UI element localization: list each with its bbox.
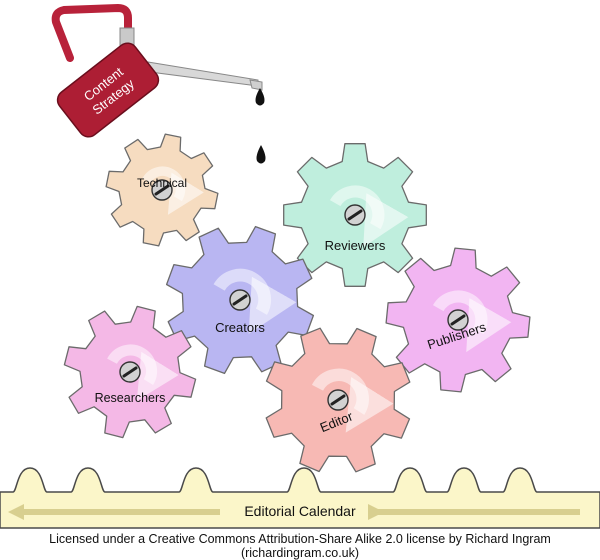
gear-technical-label: Technical bbox=[137, 176, 187, 190]
oil-can: Content Strategy bbox=[51, 3, 263, 138]
gear-creators: Creators bbox=[165, 225, 315, 375]
gear-reviewers-screw-slot bbox=[347, 209, 363, 221]
gear-reviewers: Reviewers bbox=[283, 143, 427, 287]
rack-arrow-left-head bbox=[8, 504, 24, 520]
gear-researchers-label: Researchers bbox=[95, 391, 166, 405]
rack-shape bbox=[0, 467, 600, 529]
oil-can-handle-hole bbox=[66, 22, 116, 46]
oil-can-body bbox=[56, 42, 160, 138]
oil-drop-upper bbox=[255, 88, 265, 106]
gear-creators-label: Creators bbox=[215, 320, 265, 335]
gear-publishers-screw-slot bbox=[450, 314, 466, 326]
oil-drop-lower bbox=[256, 145, 266, 164]
gear-technical: Technical bbox=[105, 133, 219, 247]
gear-publishers-rotation-arrow bbox=[432, 290, 512, 353]
rack-arrow-right-head bbox=[368, 504, 384, 520]
gear-researchers: Researchers bbox=[63, 305, 197, 439]
gear-publishers: Publishers bbox=[385, 247, 531, 393]
gear-researchers-rotation-arrow bbox=[107, 344, 179, 401]
gear-editor-rotation-arrow bbox=[311, 368, 394, 433]
gear-technical-screw-slot bbox=[154, 184, 170, 196]
oil-can-spout bbox=[147, 61, 259, 87]
rack-label: Editorial Calendar bbox=[244, 503, 356, 519]
gear-reviewers-rotation-arrow bbox=[329, 185, 409, 248]
gear-editor-screw-slot bbox=[330, 394, 346, 406]
gear-researchers-screw-slot bbox=[122, 366, 138, 378]
editorial-calendar-rack: Editorial Calendar bbox=[0, 467, 600, 529]
gear-creators-screw-slot bbox=[232, 294, 248, 306]
oil-can-handle bbox=[51, 3, 132, 62]
gear-editor: Editor bbox=[265, 327, 411, 473]
gear-reviewers-label: Reviewers bbox=[325, 238, 386, 253]
gear-creators-rotation-arrow bbox=[213, 268, 297, 334]
oil-can-spout-tip bbox=[249, 79, 263, 91]
gear-technical-rotation-arrow bbox=[142, 166, 204, 215]
license-text: Licensed under a Creative Commons Attrib… bbox=[49, 532, 551, 560]
